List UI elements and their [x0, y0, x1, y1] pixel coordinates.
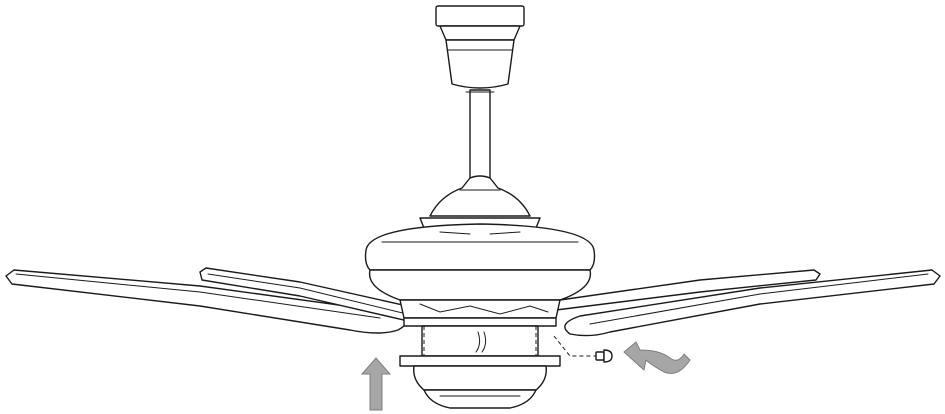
arrow-up-icon: [360, 357, 392, 411]
downrod: [465, 89, 495, 181]
motor-housing: [364, 223, 596, 301]
screw-icon: [595, 349, 613, 363]
curved-arrow-icon: [623, 341, 691, 374]
ceiling-canopy: [435, 5, 525, 89]
switch-housing: [399, 299, 561, 327]
alignment-guides: [423, 326, 596, 357]
fan-blade-right: [564, 269, 941, 337]
light-kit-fitter: [399, 325, 561, 409]
motor-top-cover: [419, 175, 541, 229]
